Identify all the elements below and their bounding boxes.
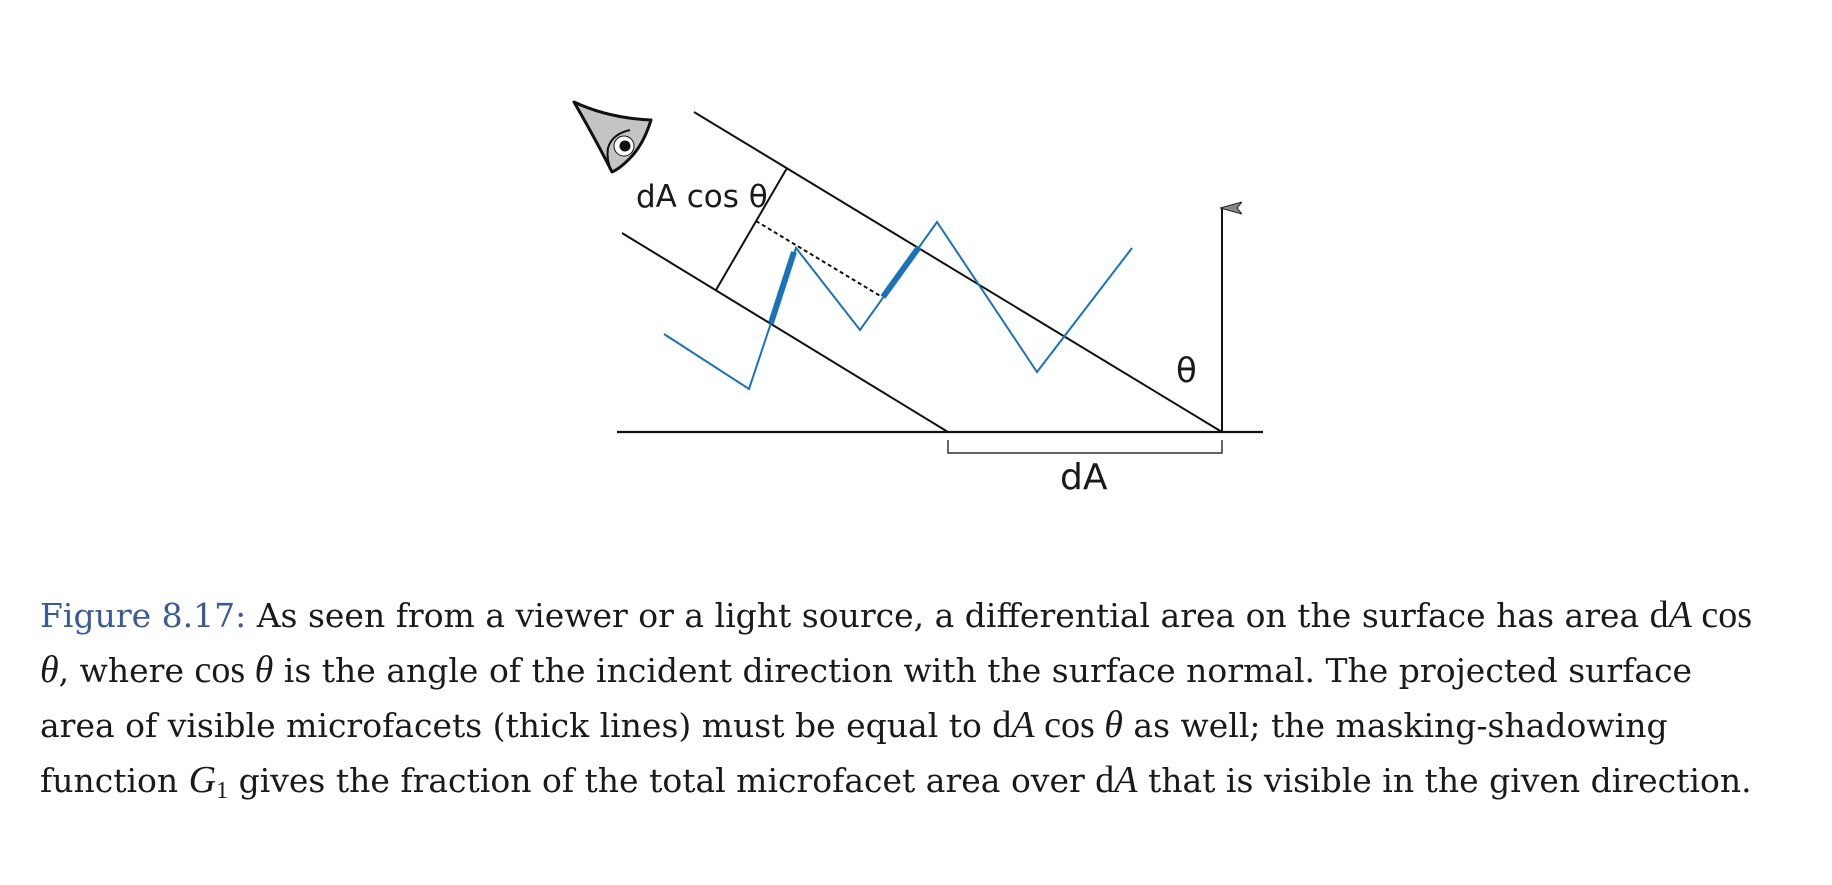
dA-bracket <box>947 440 1223 454</box>
math-dA-cos-theta-2: dA cos θ <box>992 704 1123 746</box>
caption-text-5: gives the fraction of the total microfac… <box>228 761 1096 800</box>
dA-label: dA <box>1060 457 1108 498</box>
caption-text-4: as well; the masking-shadowing function <box>40 706 1668 800</box>
microfacet-diagram: dA cos θ θ dA <box>572 100 1263 498</box>
dotted-projection-line <box>755 220 883 298</box>
caption-text-2: , where <box>58 651 195 690</box>
projected-width-line <box>715 167 788 291</box>
math-cos-theta: cos θ <box>194 649 274 691</box>
view-ray-upper <box>693 111 1223 433</box>
caption-text-1: As seen from a viewer or a light source,… <box>246 596 1650 635</box>
visible-microfacet-1 <box>768 251 797 324</box>
figure-number: Figure 8.17: <box>40 596 247 635</box>
view-ray-lower <box>621 232 949 433</box>
math-dA: dA <box>1095 759 1138 801</box>
caption-text-3: is the angle of the incident direction w… <box>40 651 1693 745</box>
visible-microfacet-2 <box>880 245 922 299</box>
theta-label: θ <box>1176 351 1197 391</box>
microfacet-zigzag <box>663 220 1133 391</box>
math-dA-cos-theta: dA cos θ <box>40 594 1753 691</box>
projected-area-label: dA cos θ <box>636 179 768 215</box>
math-G1: G1 <box>188 759 229 804</box>
eye-icon <box>572 100 653 174</box>
figure-caption: Figure 8.17: As seen from a viewer or a … <box>40 588 1760 808</box>
caption-text-6: that is visible in the given direction. <box>1137 761 1752 800</box>
